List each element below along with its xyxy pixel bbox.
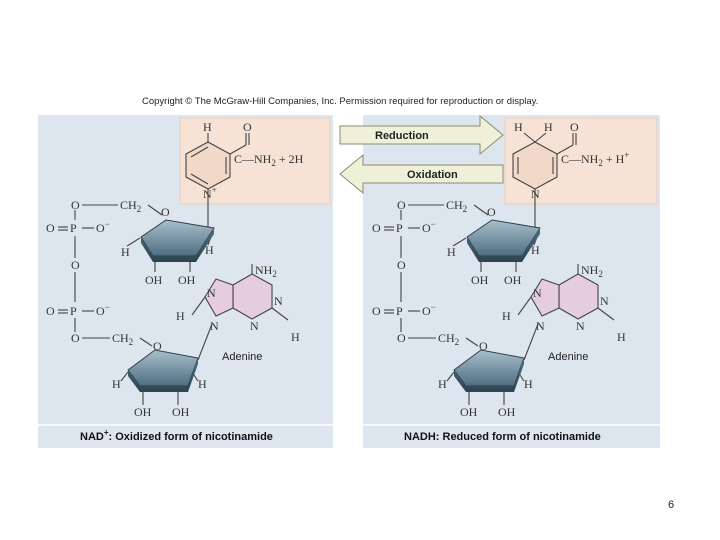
atom-h: H [205, 243, 214, 257]
atom-h: H [447, 245, 456, 259]
nadh-caption: NADH: Reduced form of nicotinamide [404, 431, 601, 443]
atom-o: O [46, 304, 55, 318]
atom-o: O [397, 258, 406, 272]
atom-n: N [250, 319, 259, 333]
nad-caption: NAD+: Oxidized form of nicotinamide [80, 428, 273, 443]
atom-h: H [291, 330, 300, 344]
atom-o: O [397, 331, 406, 345]
atom-h: H [198, 377, 207, 391]
atom-n: N [600, 294, 609, 308]
atom-n: N [536, 319, 545, 333]
atom-h: H [524, 377, 533, 391]
atom-n: N [207, 286, 216, 300]
atom-h: H [121, 245, 130, 259]
atom-n: N [531, 187, 540, 201]
copyright-notice: Copyright © The McGraw-Hill Companies, I… [142, 96, 539, 107]
atom-o: O [397, 198, 406, 212]
nad-atom-labels: H O C—NH2 + 2H N+ O CH2 O O P O− O O P O… [46, 120, 304, 419]
atom-o: O [71, 198, 80, 212]
nad-amide-text: C—NH2 + 2H [234, 152, 304, 168]
atom-h: H [531, 243, 540, 257]
nad-structure [58, 133, 289, 405]
atom-h: H [544, 120, 553, 134]
atom-o: O [570, 120, 579, 134]
atom-h: H [112, 377, 121, 391]
atom-o: O [71, 331, 80, 345]
nadh-amide-text: C—NH2 + H+ [561, 150, 629, 168]
atom-n-plus: N+ [203, 185, 217, 201]
atom-o: O [372, 221, 381, 235]
atom-p: P [70, 304, 77, 318]
oxidation-arrow: Oxidation [339, 153, 504, 195]
atom-nh2: NH2 [581, 263, 603, 279]
atom-p: P [70, 221, 77, 235]
oxidation-label: Oxidation [407, 169, 458, 181]
atom-oh: OH [504, 273, 522, 287]
nadh-atom-labels: H H O C—NH2 + H+ N O CH2 O O P O− O O P … [372, 120, 629, 419]
atom-h: H [203, 120, 212, 134]
atom-ch2: CH2 [112, 331, 133, 347]
atom-o-minus: O− [96, 302, 110, 318]
reduction-arrow: Reduction [339, 114, 504, 156]
atom-nh2: NH2 [255, 263, 277, 279]
atom-h: H [617, 330, 626, 344]
atom-o: O [46, 221, 55, 235]
atom-ch2: CH2 [446, 198, 467, 214]
atom-h: H [438, 377, 447, 391]
atom-h: H [176, 309, 185, 323]
atom-oh: OH [178, 273, 196, 287]
atom-h: H [514, 120, 523, 134]
reduction-label: Reduction [375, 130, 429, 142]
atom-o: O [487, 205, 496, 219]
atom-oh: OH [460, 405, 478, 419]
atom-oh: OH [471, 273, 489, 287]
atom-o: O [479, 339, 488, 353]
nadh-lower-ribose [453, 349, 525, 392]
atom-n: N [274, 294, 283, 308]
atom-n: N [533, 286, 542, 300]
atom-o-minus: O− [96, 219, 110, 235]
atom-o: O [161, 205, 170, 219]
nadh-upper-ribose [466, 219, 541, 262]
nad-adenine-label: Adenine [222, 351, 262, 363]
atom-oh: OH [172, 405, 190, 419]
atom-p: P [396, 304, 403, 318]
atom-o-minus: O− [422, 302, 436, 318]
atom-h: H [502, 309, 511, 323]
atom-oh: OH [134, 405, 152, 419]
nadh-structure [384, 132, 615, 405]
atom-n: N [576, 319, 585, 333]
nadh-adenine-label: Adenine [548, 351, 588, 363]
atom-o: O [372, 304, 381, 318]
atom-oh: OH [145, 273, 163, 287]
atom-p: P [396, 221, 403, 235]
atom-oh: OH [498, 405, 516, 419]
atom-o: O [153, 339, 162, 353]
atom-o: O [71, 258, 80, 272]
atom-n: N [210, 319, 219, 333]
nad-upper-ribose [140, 219, 215, 262]
page-number: 6 [668, 499, 675, 511]
atom-ch2: CH2 [120, 198, 141, 214]
atom-o-minus: O− [422, 219, 436, 235]
atom-o: O [243, 120, 252, 134]
atom-ch2: CH2 [438, 331, 459, 347]
nad-lower-ribose [127, 349, 199, 392]
